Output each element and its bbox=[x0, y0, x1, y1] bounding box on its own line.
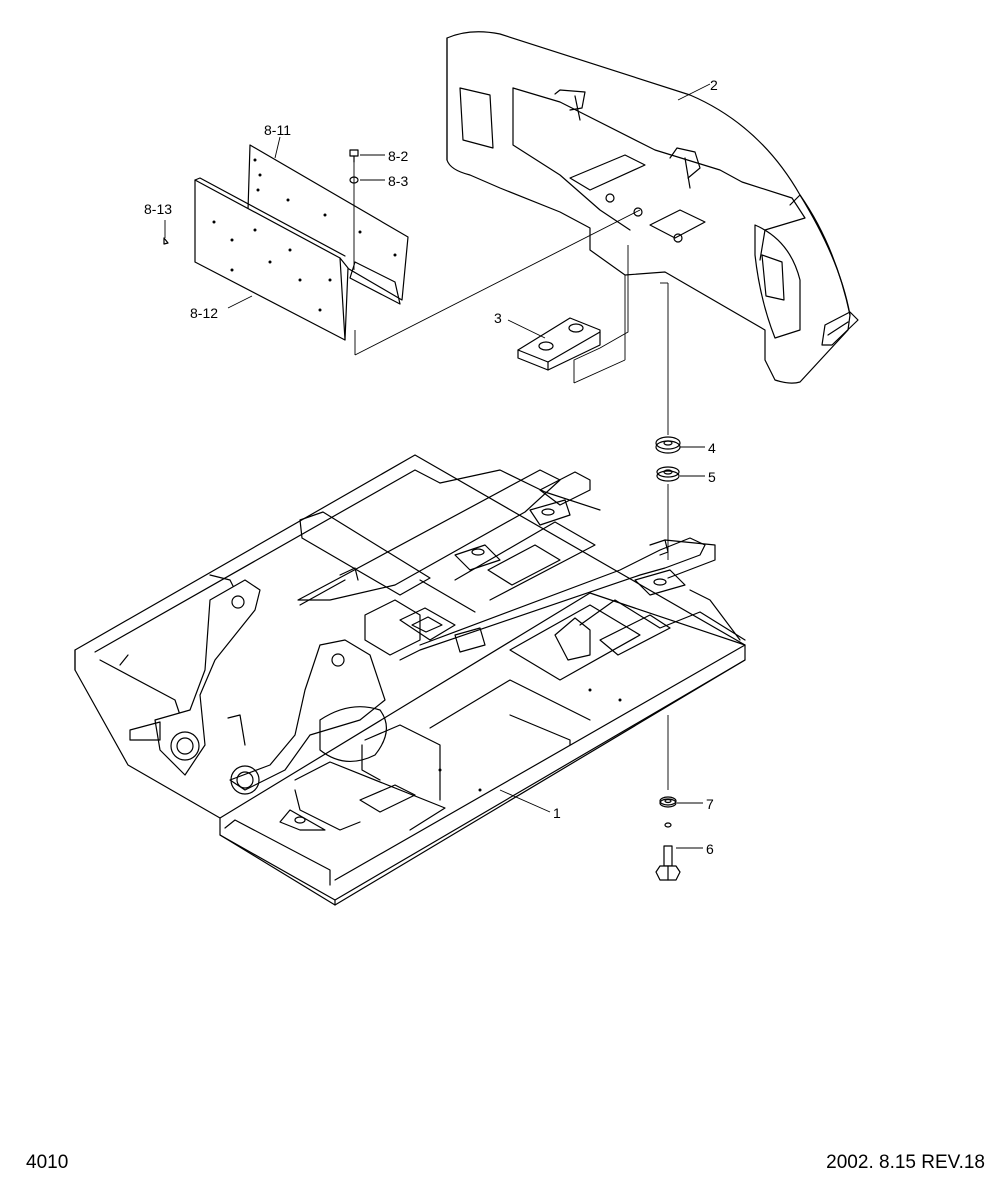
callout-label-8-3: 8-3 bbox=[388, 173, 408, 189]
callout-p8-12: 8-12 bbox=[190, 295, 253, 321]
callout-p8-2: 8-2 bbox=[360, 148, 408, 164]
callout-p7: 7 bbox=[677, 796, 714, 812]
callout-p6: 6 bbox=[676, 841, 714, 857]
callout-label-4: 4 bbox=[708, 440, 716, 456]
callout-label-5: 5 bbox=[708, 469, 716, 485]
bottom-pad bbox=[279, 688, 622, 831]
callout-label-3: 3 bbox=[494, 310, 502, 326]
callout-p1: 1 bbox=[499, 789, 561, 821]
revision-date: 2002. 8.15 REV.18 bbox=[826, 1152, 985, 1173]
counterweight-part bbox=[446, 31, 859, 384]
callout-p4: 4 bbox=[680, 440, 716, 456]
callout-label-8-2: 8-2 bbox=[388, 148, 408, 164]
callout-label-8-13: 8-13 bbox=[144, 201, 172, 217]
mount-hardware bbox=[655, 283, 681, 881]
small-hardware bbox=[163, 149, 359, 270]
callout-label-6: 6 bbox=[706, 841, 714, 857]
callout-p2: 2 bbox=[677, 77, 718, 101]
upper-frame-part bbox=[74, 454, 746, 906]
callout-p8-13: 8-13 bbox=[144, 201, 172, 238]
plate-part bbox=[517, 317, 601, 371]
cover-plates-part bbox=[194, 144, 409, 341]
callout-label-1: 1 bbox=[553, 805, 561, 821]
callout-label-7: 7 bbox=[706, 796, 714, 812]
callout-p8-11: 8-11 bbox=[264, 122, 291, 159]
assembly-lines bbox=[354, 209, 669, 560]
callout-label-8-11: 8-11 bbox=[264, 122, 291, 138]
callout-p8-3: 8-3 bbox=[360, 173, 408, 189]
callout-p5: 5 bbox=[680, 469, 716, 485]
callout-label-8-12: 8-12 bbox=[190, 305, 218, 321]
page-number: 4010 bbox=[26, 1152, 69, 1173]
callout-label-2: 2 bbox=[710, 77, 718, 93]
boom-bracket bbox=[129, 579, 387, 795]
callout-p3: 3 bbox=[494, 310, 546, 339]
